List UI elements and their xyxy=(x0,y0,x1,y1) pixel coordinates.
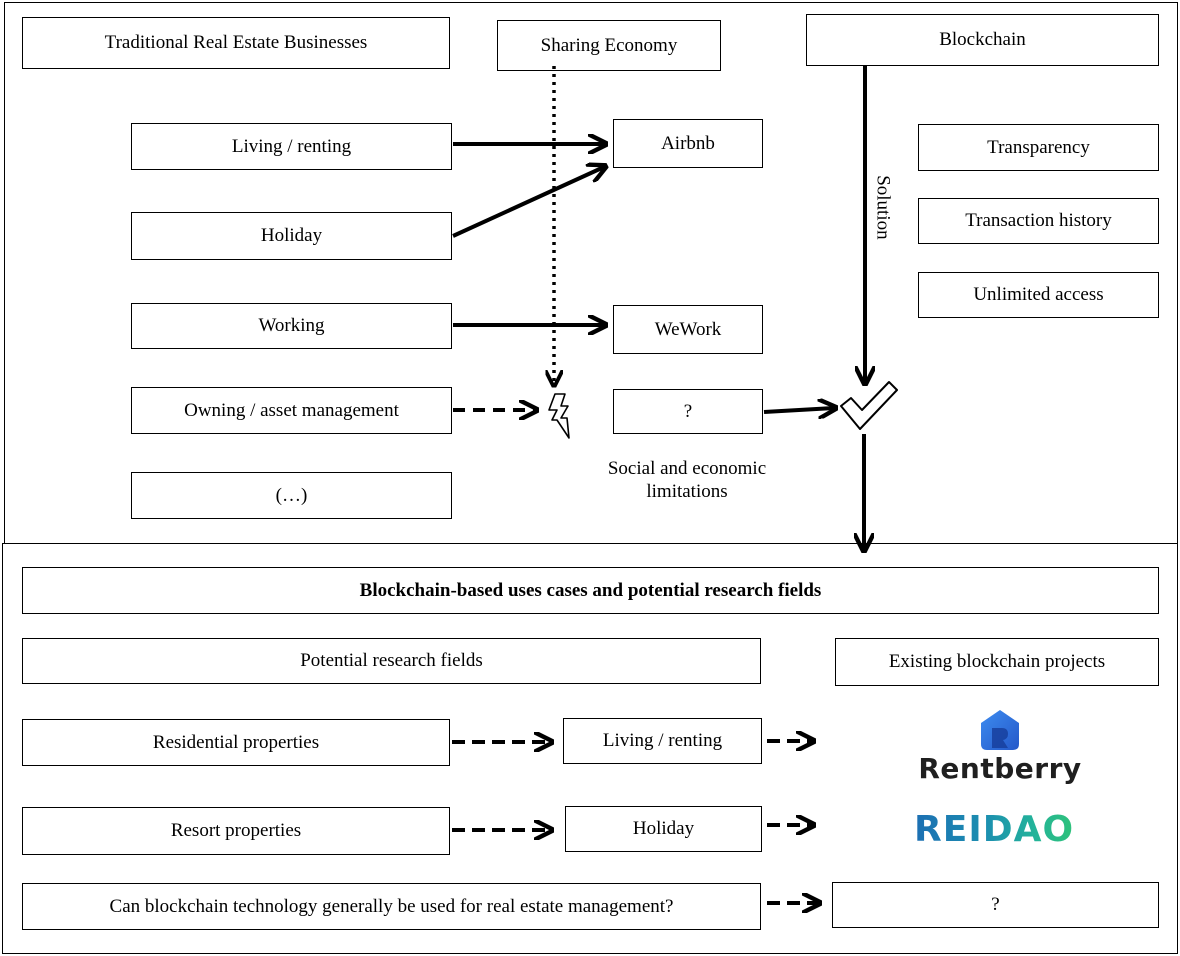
unknown-solution-box: ? xyxy=(613,389,763,434)
living-renting-box: Living / renting xyxy=(131,123,452,170)
airbnb-box: Airbnb xyxy=(613,119,763,168)
reidao-logo: REIDAO xyxy=(914,809,1075,850)
holiday-box: Holiday xyxy=(131,212,452,260)
traditional-header: Traditional Real Estate Businesses xyxy=(22,17,450,69)
owning-asset-box: Owning / asset management xyxy=(131,387,452,434)
arrow-holiday-to-airbnb xyxy=(452,167,604,238)
bottom-section-frame xyxy=(2,543,1178,954)
rentberry-wordmark: Rentberry xyxy=(918,752,1082,785)
bottom-holiday-box: Holiday xyxy=(565,806,762,852)
resort-box: Resort properties xyxy=(22,807,450,855)
bottom-question-box: ? xyxy=(832,882,1159,928)
bottom-title-box: Blockchain-based uses cases and potentia… xyxy=(22,567,1159,614)
transaction-history-box: Transaction history xyxy=(918,198,1159,244)
transparency-box: Transparency xyxy=(918,124,1159,171)
ellipsis-box: (…) xyxy=(131,472,452,519)
sharing-economy-header: Sharing Economy xyxy=(497,20,721,71)
residential-box: Residential properties xyxy=(22,719,450,766)
potential-fields-box: Potential research fields xyxy=(22,638,761,684)
checkmark-icon xyxy=(840,381,898,430)
rentberry-house-icon xyxy=(981,710,1019,750)
unlimited-access-box: Unlimited access xyxy=(918,272,1159,318)
general-question-box: Can blockchain technology generally be u… xyxy=(22,883,761,930)
working-box: Working xyxy=(131,303,452,349)
rentberry-logo: Rentberry xyxy=(918,708,1081,785)
lightning-icon xyxy=(548,393,570,439)
existing-projects-box: Existing blockchain projects xyxy=(835,638,1159,686)
blockchain-header: Blockchain xyxy=(806,14,1159,66)
arrow-question-to-check xyxy=(763,408,834,412)
wework-box: WeWork xyxy=(613,305,763,354)
bottom-living-box: Living / renting xyxy=(563,718,762,764)
limitations-label: Social and economic limitations xyxy=(607,458,767,502)
